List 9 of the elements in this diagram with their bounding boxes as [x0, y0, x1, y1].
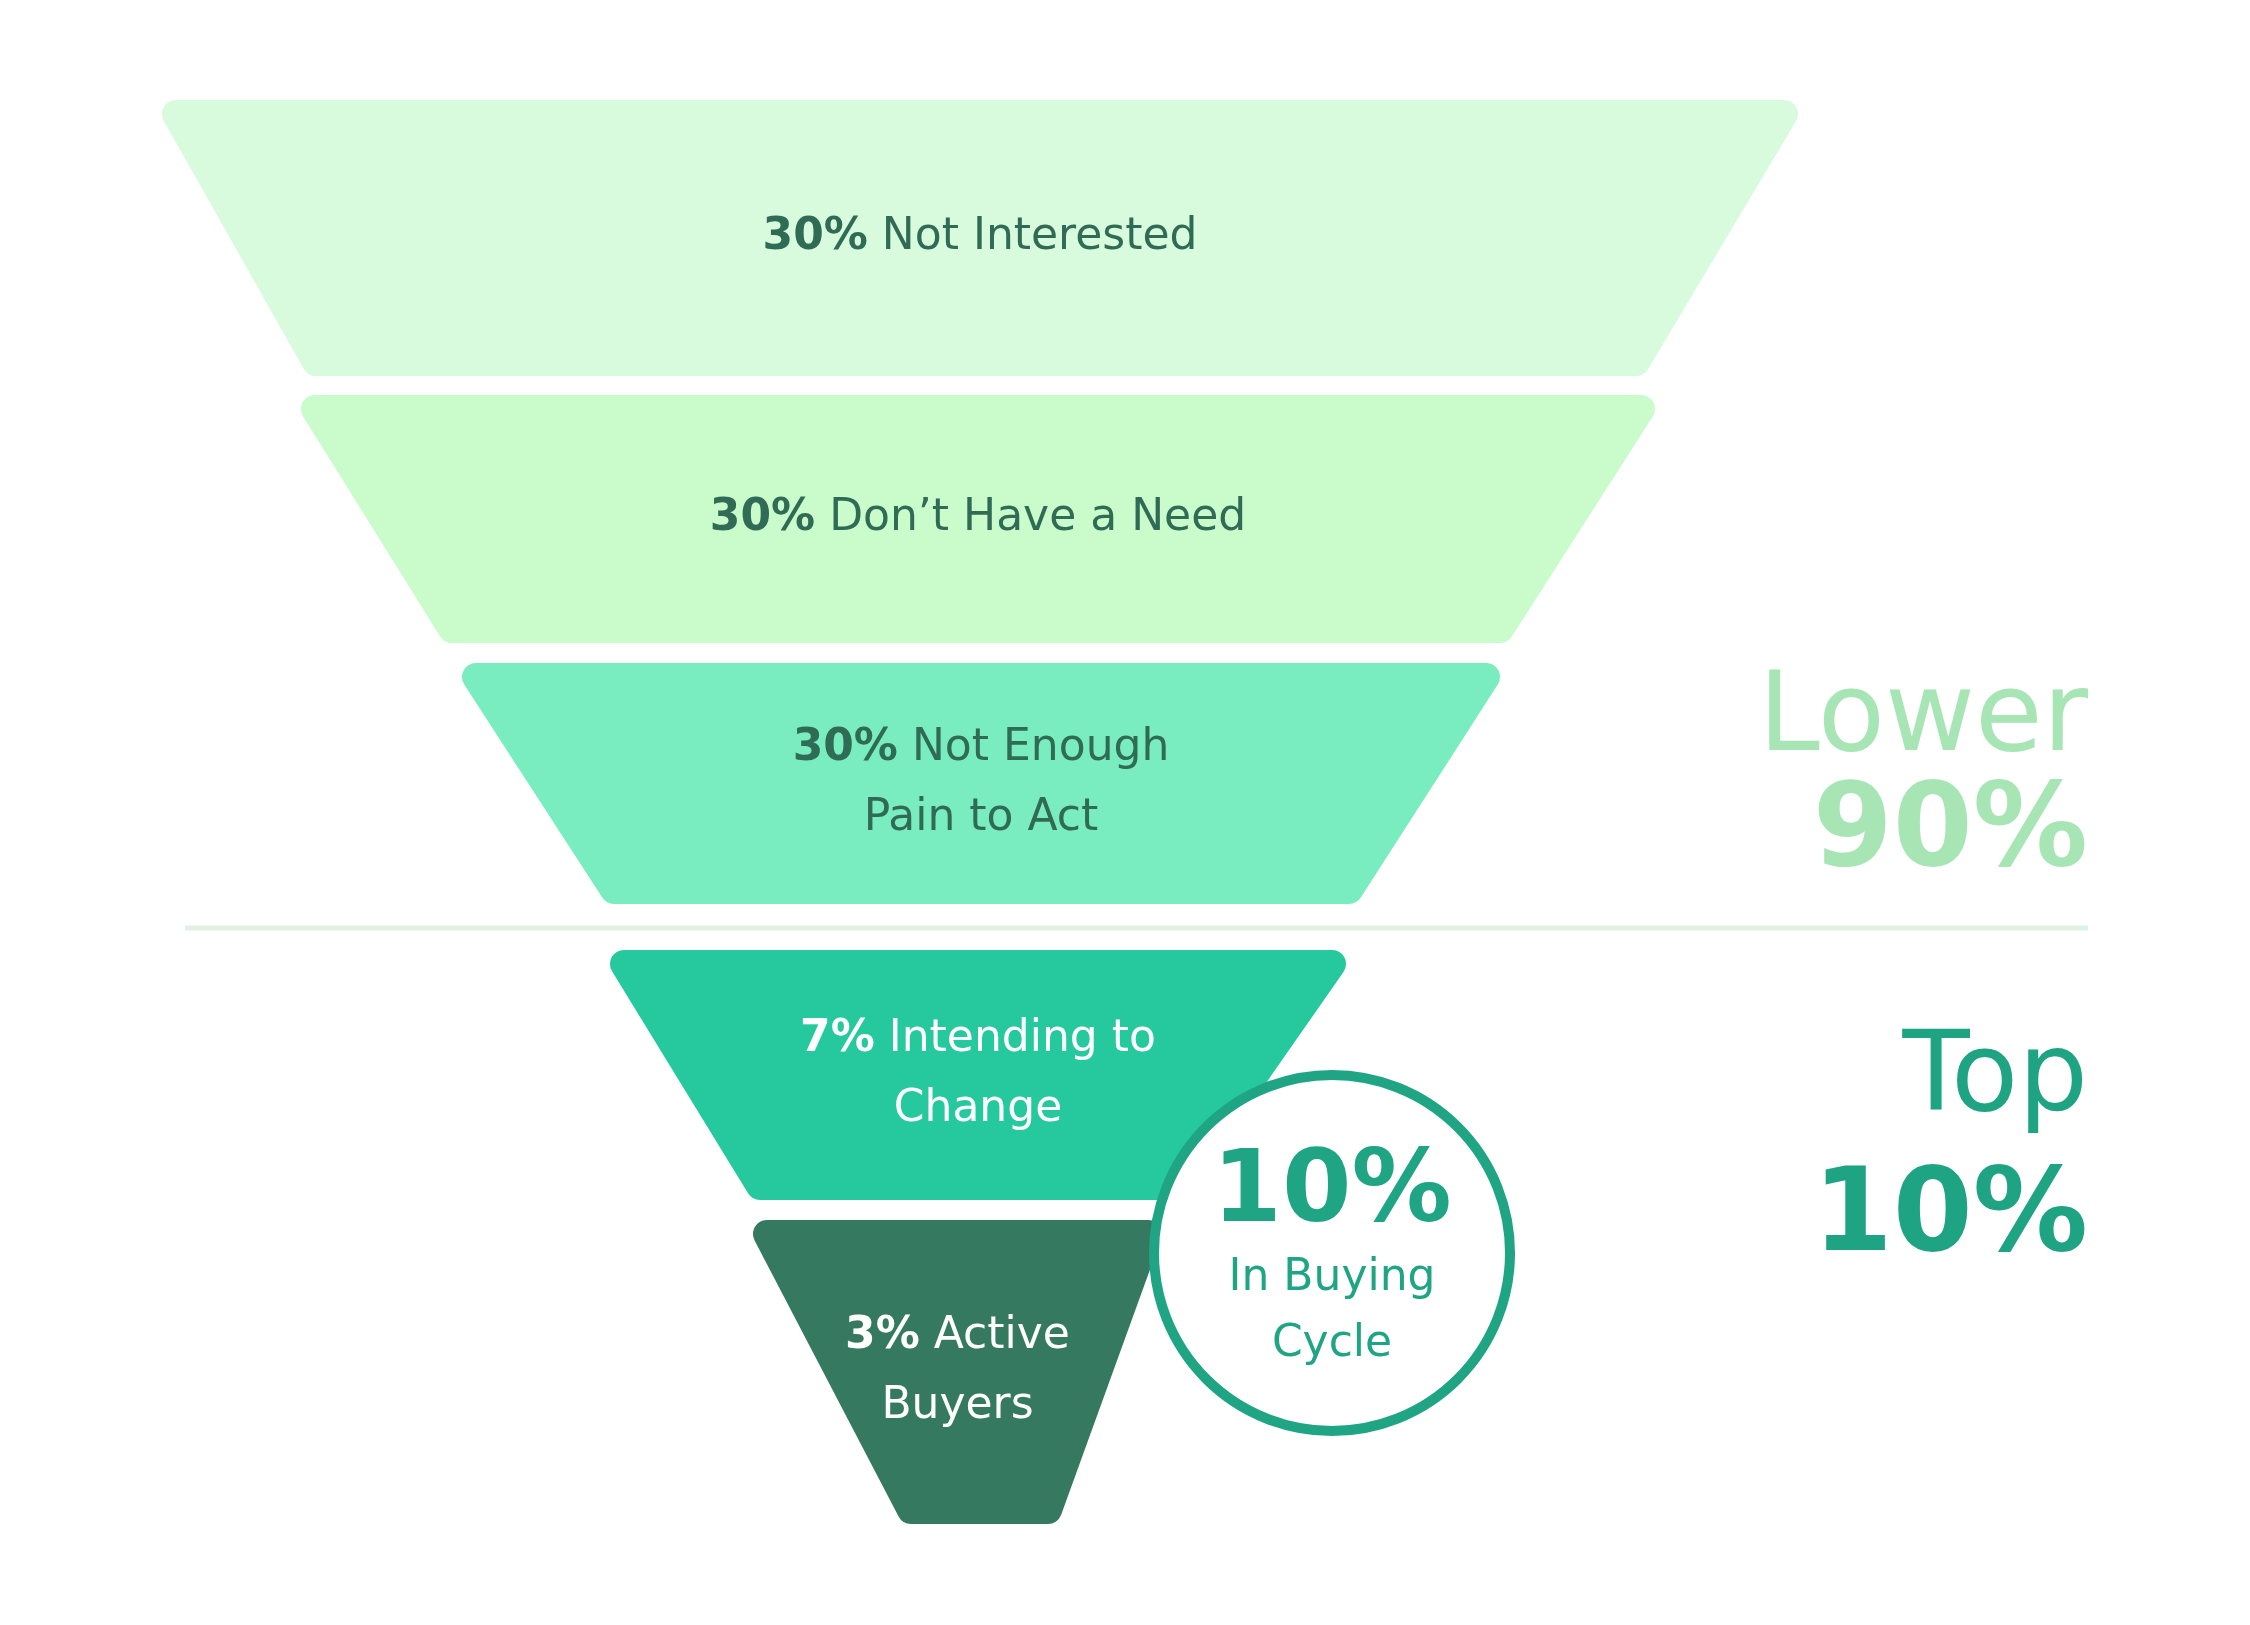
band-label: 30% Not Interested: [761, 207, 1199, 261]
band-label: 30% Not Enough Pain to Act: [791, 717, 1171, 842]
band-label: 3% Active Buyers: [844, 1306, 1071, 1430]
section-percent: 10%: [1812, 1150, 2088, 1271]
badge-caption: In Buying Cycle: [1227, 1248, 1437, 1368]
percent-value: 10%: [1212, 1132, 1452, 1242]
band-label: 30% Don’t Have a Need: [708, 488, 1248, 542]
section-heading: Top: [1902, 1015, 2088, 1131]
band-label: 7% Intending to Change: [799, 1009, 1157, 1133]
